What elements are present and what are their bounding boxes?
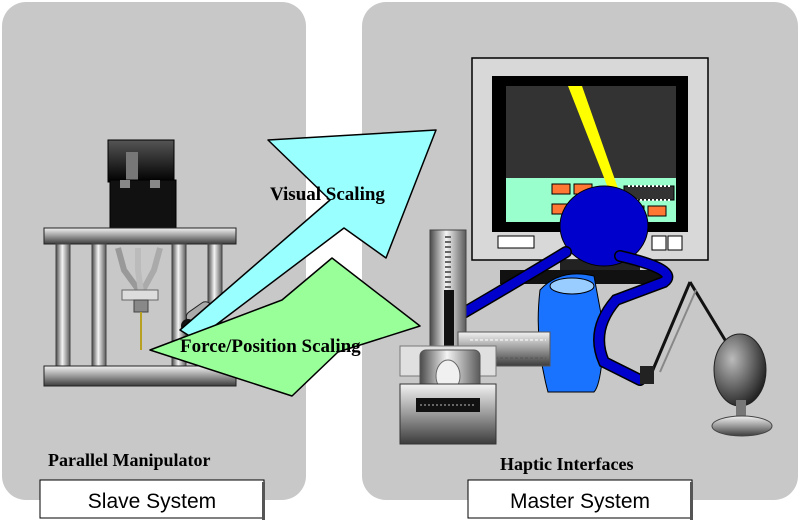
haptic-device-illustration	[399, 229, 551, 445]
force-position-scaling-label: Force/Position Scaling	[180, 336, 361, 357]
haptic-interfaces-label: Haptic Interfaces	[500, 454, 633, 474]
master-system-label: Master System	[510, 490, 650, 513]
haptic-arm-illustration	[640, 281, 773, 437]
master-system-box: Master System	[467, 479, 693, 520]
slave-system-label: Slave System	[88, 490, 216, 513]
force-position-scaling-arrow	[149, 257, 421, 397]
visual-scaling-arrow	[179, 129, 437, 341]
parallel-manipulator-illustration	[43, 139, 237, 387]
slave-system-box: Slave System	[39, 479, 265, 520]
slave-panel	[2, 2, 306, 500]
parallel-manipulator-label: Parallel Manipulator	[48, 450, 210, 470]
visual-scaling-label: Visual Scaling	[270, 184, 385, 205]
